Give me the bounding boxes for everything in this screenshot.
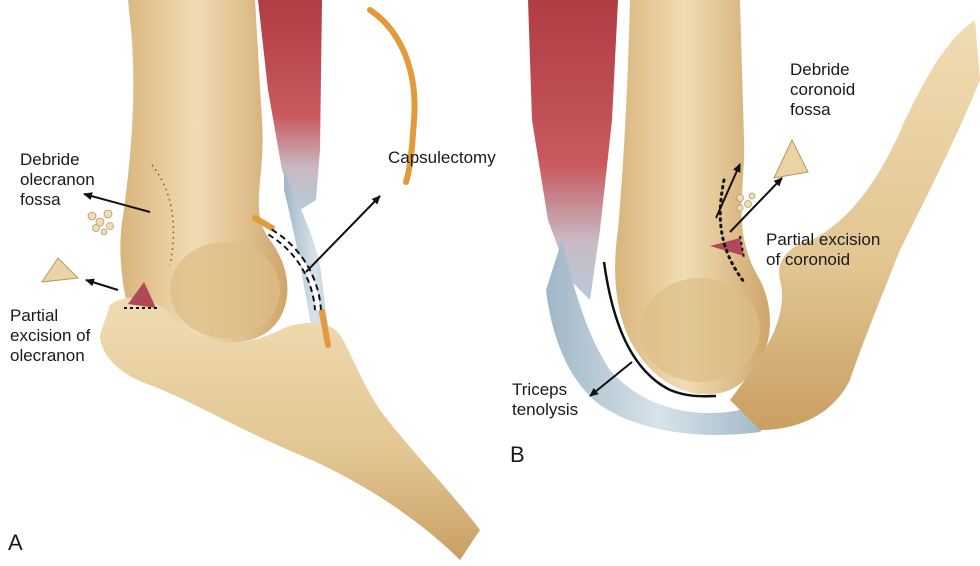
humeral-condyle-a bbox=[170, 242, 280, 338]
panel-a-letter: A bbox=[8, 530, 23, 556]
ulna-a bbox=[100, 298, 480, 560]
label-debride-coronoid-fossa: Debride coronoid fossa bbox=[790, 60, 855, 120]
panel-a-illustration bbox=[42, 0, 480, 560]
humeral-condyle-b bbox=[640, 278, 760, 382]
arrow-capsulectomy bbox=[306, 196, 380, 272]
bone-fragment-b bbox=[774, 140, 808, 178]
arrow-olecranon-fragment bbox=[86, 280, 118, 290]
label-partial-excision-olecranon: Partial excision of olecranon bbox=[10, 306, 90, 366]
label-capsulectomy: Capsulectomy bbox=[388, 148, 496, 168]
loose-bodies-a bbox=[88, 210, 114, 235]
panel-b-illustration bbox=[528, 0, 980, 435]
triceps-muscle-b bbox=[528, 0, 618, 300]
bone-fragment-a bbox=[42, 258, 78, 282]
label-debride-olecranon-fossa: Debride olecranon fossa bbox=[20, 150, 95, 210]
label-partial-excision-coronoid: Partial excision of coronoid bbox=[766, 230, 880, 270]
triceps-muscle-a bbox=[258, 0, 322, 210]
label-triceps-tenolysis: Triceps tenolysis bbox=[512, 380, 578, 420]
panel-b-letter: B bbox=[510, 442, 525, 468]
